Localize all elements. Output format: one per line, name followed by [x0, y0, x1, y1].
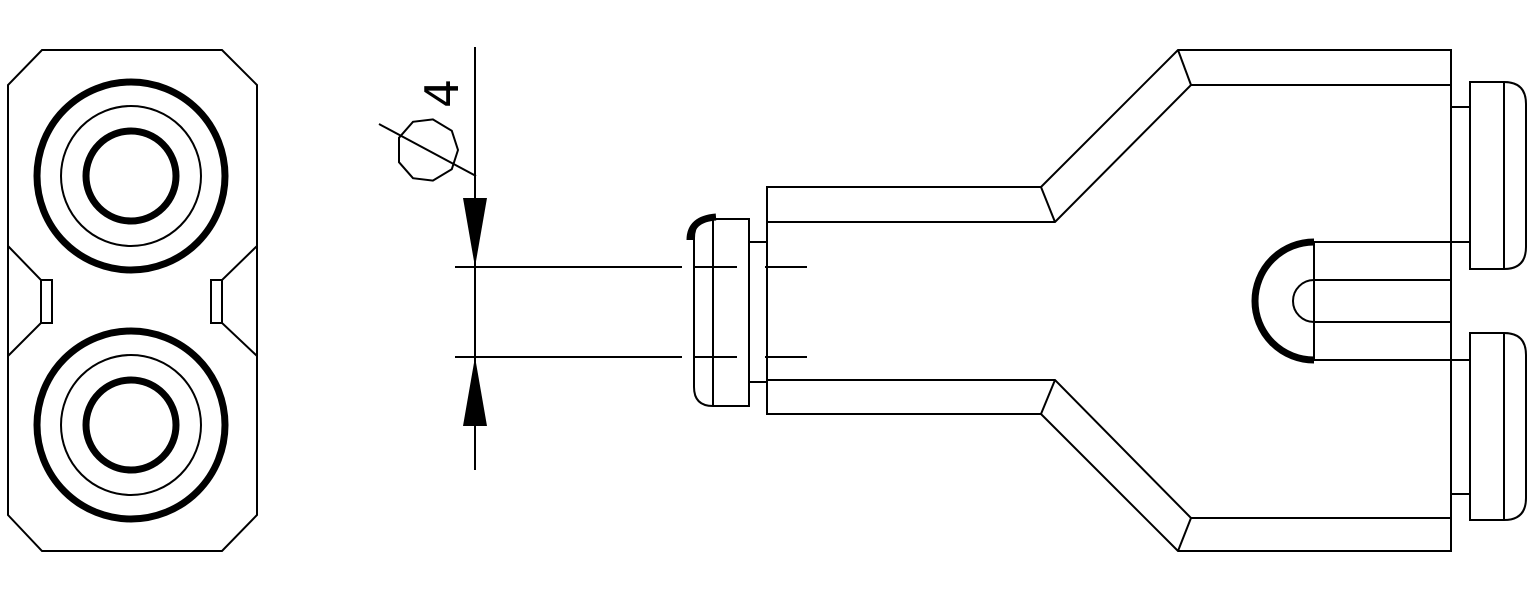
arrow-top [463, 198, 487, 267]
port-top-bore [82, 127, 180, 225]
port-top [33, 78, 229, 274]
arrow-bottom [463, 357, 487, 426]
port-bottom-middle-ring [60, 354, 202, 496]
side-view [686, 49, 1527, 552]
diameter-symbol [378, 118, 477, 182]
end-view [7, 49, 258, 552]
lower-branch-wall [767, 379, 1451, 519]
inlet-bore-marks [694, 266, 807, 358]
port-bottom-bore [82, 376, 180, 474]
upper-outlet-collet [1451, 81, 1527, 270]
lower-chamfer-edge [1040, 379, 1056, 415]
end-view-side-notch-left [7, 245, 53, 357]
port-bottom-outer-ring [33, 327, 229, 523]
end-view-side-notch-right [210, 245, 258, 357]
end-view-outline [7, 49, 258, 552]
lower-outlet-collet [1451, 332, 1527, 521]
port-top-middle-ring [60, 105, 202, 247]
outlet-crotch [1251, 238, 1470, 364]
upper-branch-wall [767, 84, 1451, 223]
port-top-outer-ring [33, 78, 229, 274]
inlet-collet [686, 213, 767, 407]
lower-bend-edge [1177, 517, 1192, 552]
body-outline [766, 49, 1452, 552]
diameter-dimension: 4 [378, 47, 682, 470]
dimension-value: 4 [415, 79, 469, 108]
port-bottom [33, 327, 229, 523]
upper-chamfer-edge [1040, 186, 1056, 223]
upper-bend-edge [1177, 49, 1192, 86]
